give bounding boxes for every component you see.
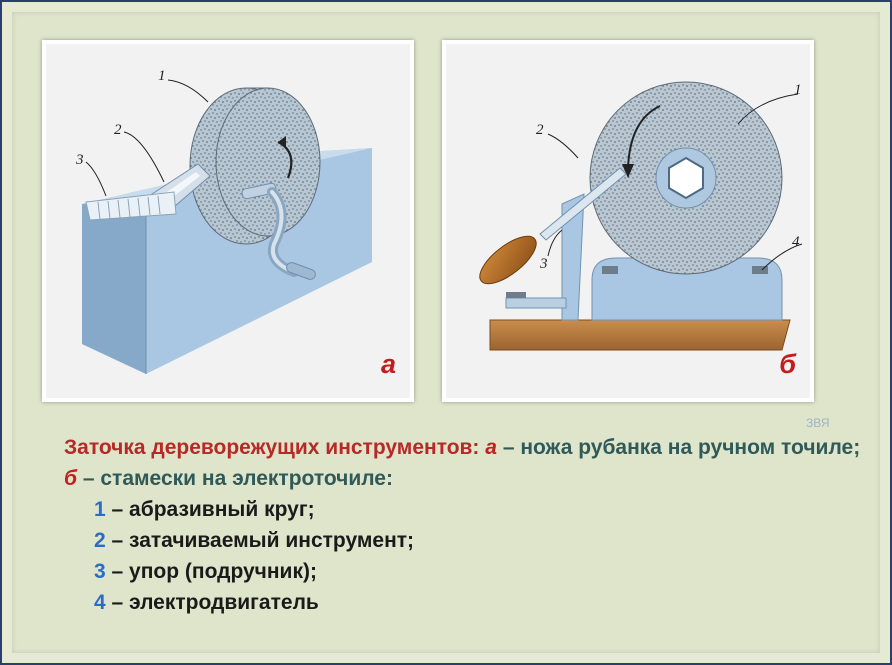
legend-item-4: 4 – электродвигатель bbox=[94, 587, 864, 618]
legend-text-4: – электродвигатель bbox=[111, 591, 319, 614]
legend-text-2: – затачиваемый инструмент; bbox=[111, 529, 415, 552]
illustration-panel-b: 2 1 3 4 б bbox=[442, 40, 814, 402]
callout-2-b: 2 bbox=[536, 122, 544, 138]
callout-4-b: 4 bbox=[792, 234, 800, 250]
crank-handle bbox=[241, 182, 316, 280]
legend-num-1: 1 bbox=[94, 498, 106, 521]
legend-num-2: 2 bbox=[94, 529, 106, 552]
legend-num-3: 3 bbox=[94, 560, 106, 583]
callout-3-b: 3 bbox=[539, 256, 548, 272]
callout-lines-b bbox=[547, 93, 803, 271]
caption-heading: Заточка дереворежущих инструментов: а – … bbox=[64, 432, 864, 494]
tool-rest bbox=[85, 191, 177, 221]
legend-item-1: 1 – абразивный круг; bbox=[94, 494, 864, 525]
legend-text-3: – упор (подручник); bbox=[111, 560, 317, 583]
legend-list: 1 – абразивный круг; 2 – затачиваемый ин… bbox=[94, 494, 864, 618]
caption-title: Заточка дереворежущих инструментов: bbox=[64, 436, 480, 459]
legend-item-3: 3 – упор (подручник); bbox=[94, 556, 864, 587]
callout-lines-a bbox=[85, 79, 209, 197]
callout-1-b: 1 bbox=[794, 82, 802, 98]
illustration-panel-a: 1 2 3 а bbox=[42, 40, 414, 402]
abrasive-wheel-b bbox=[589, 81, 783, 275]
abrasive-wheel bbox=[189, 87, 321, 245]
caption-letter-b: б bbox=[64, 467, 78, 490]
tool-rest-b bbox=[505, 193, 585, 321]
caption-part-b: – стамески на электроточиле: bbox=[82, 467, 393, 490]
panel-letter-a: а bbox=[380, 349, 396, 379]
motor-housing bbox=[591, 257, 783, 321]
caption-part-a: – ножа рубанка на ручном точиле; bbox=[502, 436, 861, 459]
caption: Заточка дереворежущих инструментов: а – … bbox=[64, 432, 864, 618]
callout-1: 1 bbox=[158, 68, 166, 84]
callout-3: 3 bbox=[75, 152, 84, 168]
legend-item-2: 2 – затачиваемый инструмент; bbox=[94, 525, 864, 556]
caption-letter-a: а bbox=[485, 436, 497, 459]
panel-letter-b: б bbox=[779, 349, 796, 379]
wooden-base bbox=[489, 319, 791, 351]
legend-text-1: – абразивный круг; bbox=[111, 498, 315, 521]
chisel bbox=[479, 167, 627, 285]
manual-grinder-illustration: 1 2 3 bbox=[75, 68, 372, 374]
callout-2: 2 bbox=[114, 122, 122, 138]
watermark: ЗВЯ bbox=[806, 416, 830, 430]
legend-num-4: 4 bbox=[94, 591, 106, 614]
electric-grinder-illustration: 2 1 3 4 bbox=[479, 81, 803, 351]
